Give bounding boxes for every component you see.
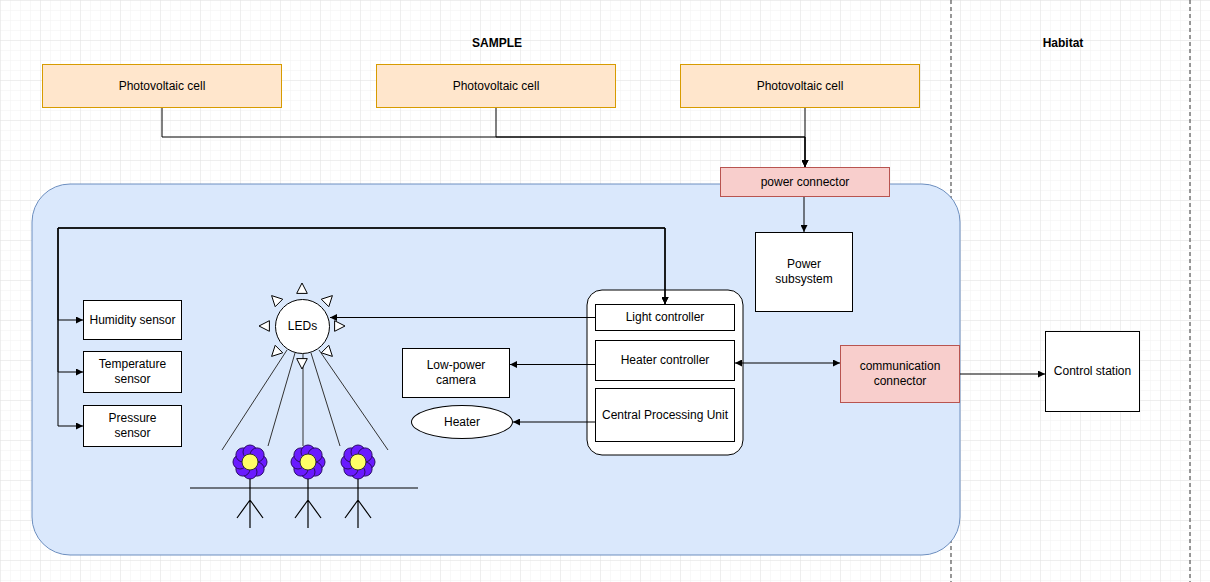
process-box: Humidity sensor <box>83 300 182 340</box>
connector-arrow <box>735 363 840 364</box>
node-text: Pressure sensor <box>89 411 176 441</box>
connector-box: communication connector <box>840 345 960 403</box>
divider-line <box>1190 0 1191 582</box>
led-ray <box>297 359 308 369</box>
node-text: Heater <box>444 415 480 430</box>
led-ray <box>272 296 283 307</box>
connector-arrow <box>330 317 595 318</box>
plant-stem <box>345 474 371 528</box>
connector-arrow <box>804 197 805 232</box>
node-text: Control station <box>1054 364 1131 379</box>
node-text: Humidity sensor <box>89 313 175 328</box>
flower-center <box>350 454 366 470</box>
led-rays <box>259 283 345 369</box>
node-text: Central Processing Unit <box>602 408 728 423</box>
connector-arrow <box>960 374 1045 375</box>
led-circle: LEDs <box>275 299 330 354</box>
heater-ellipse: Heater <box>411 405 513 439</box>
node-text: LEDs <box>288 319 317 334</box>
process-box: Light controller <box>595 304 735 331</box>
node-text: Light controller <box>626 310 705 325</box>
node-text: communication connector <box>846 359 954 389</box>
led-ray <box>259 321 269 332</box>
light-beams <box>222 350 388 450</box>
led-ray <box>321 345 332 356</box>
controller-group <box>587 290 743 455</box>
plant-stem <box>295 474 321 528</box>
process-box: Heater controller <box>595 340 735 381</box>
node-text: Photovoltaic cell <box>119 79 206 94</box>
led-ray <box>335 321 345 332</box>
process-box: Power subsystem <box>755 232 853 312</box>
connector-box: power connector <box>720 167 890 197</box>
region-label: SAMPLE <box>472 36 522 50</box>
connector-arrow <box>58 228 665 426</box>
flower-center <box>300 454 316 470</box>
flower-center <box>242 454 258 470</box>
sample-enclosure <box>32 184 960 555</box>
plants <box>190 445 418 528</box>
led-ray <box>321 296 332 307</box>
process-box: Central Processing Unit <box>595 388 735 442</box>
region-label: Habitat <box>1043 36 1084 50</box>
photovoltaic-cell: Photovoltaic cell <box>680 64 920 108</box>
node-text: Low-power camera <box>408 358 504 388</box>
connector-arrow <box>162 108 805 167</box>
plant-stem <box>237 474 263 528</box>
node-text: Heater controller <box>621 353 710 368</box>
process-box: Control station <box>1045 331 1140 412</box>
connector-arrow <box>496 108 805 167</box>
connector-arrow <box>513 422 595 423</box>
photovoltaic-cell: Photovoltaic cell <box>42 64 282 108</box>
connector-arrow <box>510 364 595 365</box>
led-ray <box>272 345 283 356</box>
node-text: Temperature sensor <box>89 357 176 387</box>
process-box: Temperature sensor <box>83 351 182 393</box>
led-ray <box>297 283 308 293</box>
photovoltaic-cell: Photovoltaic cell <box>376 64 616 108</box>
node-text: Photovoltaic cell <box>453 79 540 94</box>
node-text: Photovoltaic cell <box>757 79 844 94</box>
connector-arrow <box>805 108 806 167</box>
node-text: Power subsystem <box>761 257 847 287</box>
node-text: power connector <box>761 175 850 190</box>
process-box: Low-power camera <box>402 348 510 398</box>
process-box: Pressure sensor <box>83 405 182 447</box>
